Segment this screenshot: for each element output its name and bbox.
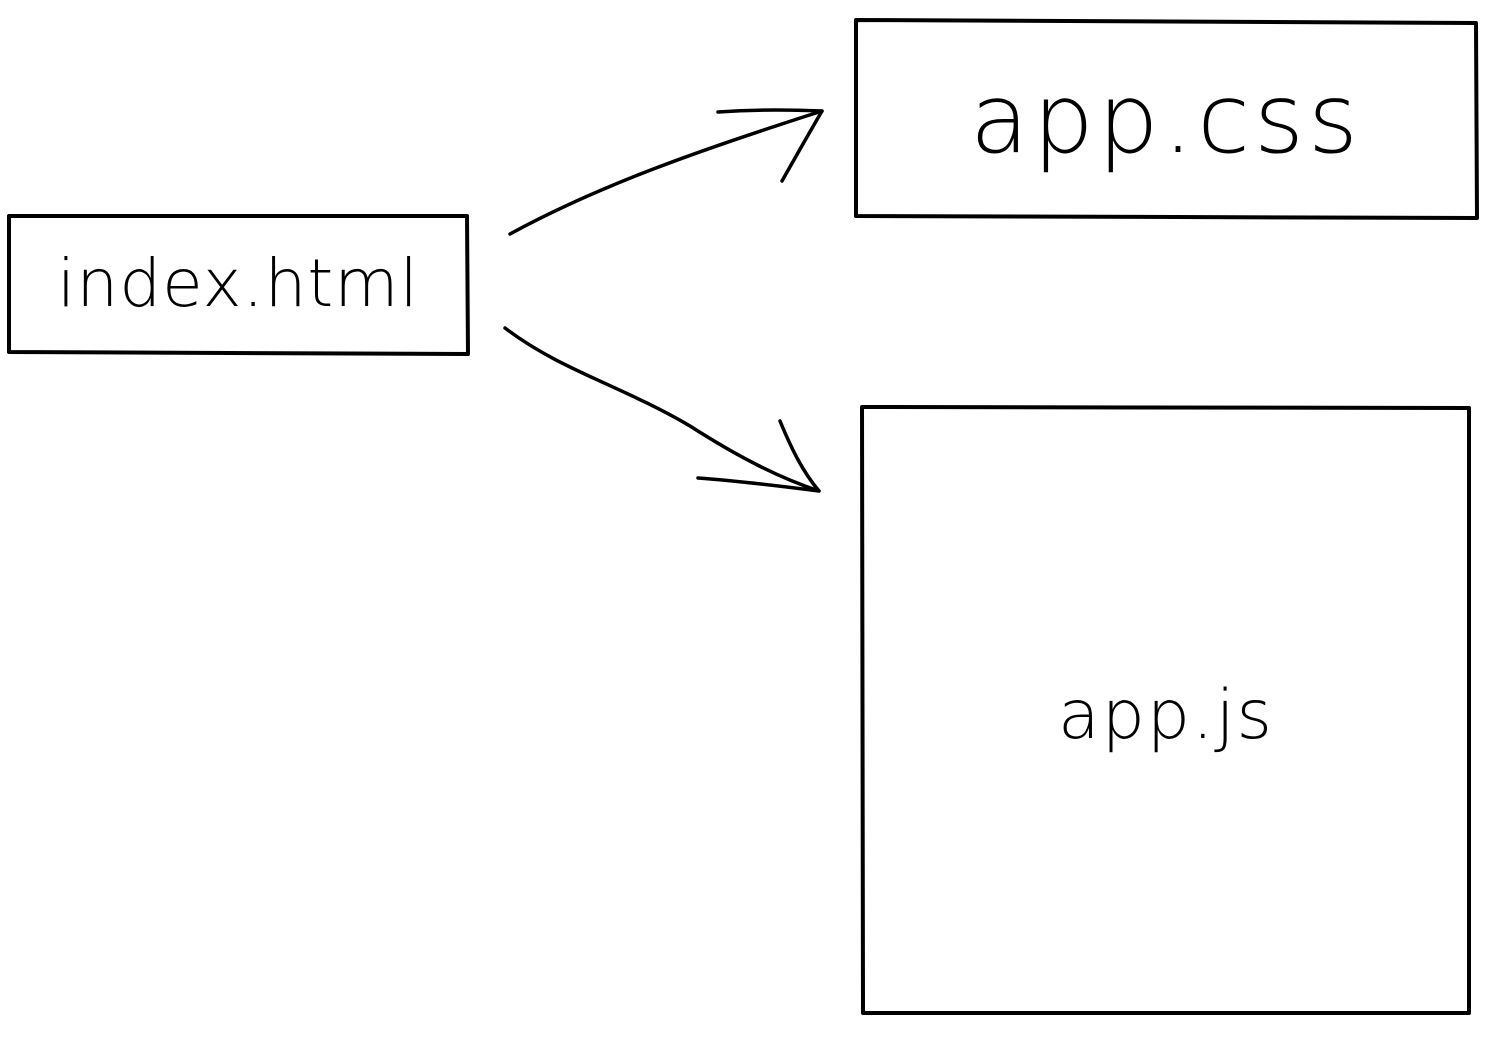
node-index-html-box bbox=[7, 214, 470, 356]
node-app-js-box bbox=[860, 405, 1471, 1015]
arrow-index-to-js-shaft bbox=[503, 326, 821, 493]
arrow-index-to-css bbox=[508, 108, 824, 236]
node-index-html-label: index.html bbox=[57, 245, 419, 322]
arrow-index-to-css-head bbox=[716, 108, 824, 183]
node-index-html: index.html bbox=[7, 214, 470, 356]
arrow-index-to-css-shaft bbox=[508, 109, 824, 236]
node-app-css: app.css bbox=[854, 18, 1479, 220]
node-app-js: app.js bbox=[860, 405, 1471, 1015]
node-app-css-box bbox=[854, 18, 1479, 220]
node-app-css-label: app.css bbox=[970, 63, 1362, 175]
arrow-index-to-js bbox=[503, 326, 821, 493]
arrow-index-to-js-head bbox=[696, 419, 821, 493]
node-app-js-label: app.js bbox=[1058, 676, 1274, 755]
